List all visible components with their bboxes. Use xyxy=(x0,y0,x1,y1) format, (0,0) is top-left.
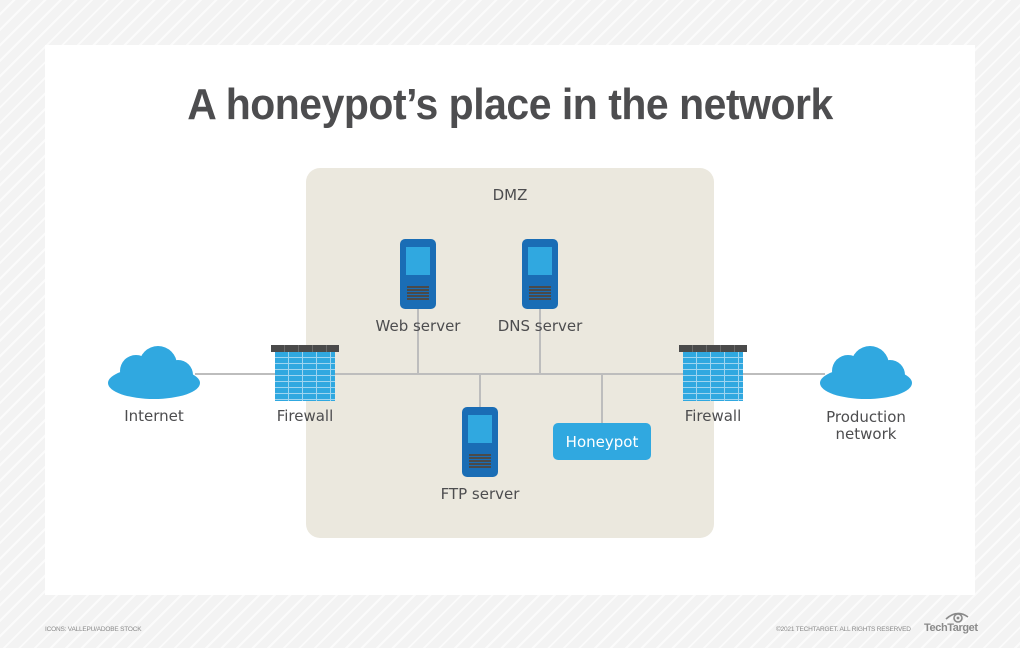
dmz-label: DMZ xyxy=(492,186,528,204)
honeypot-link xyxy=(601,373,603,423)
ftp-server-icon xyxy=(462,407,498,477)
internet-cloud-icon xyxy=(108,346,200,399)
icon-credit: ICONS: VALLEPU/ADOBE STOCK xyxy=(45,626,142,633)
diagram-title: A honeypot’s place in the network xyxy=(187,80,833,129)
firewall-right-label: Firewall xyxy=(684,407,742,425)
web-server-link xyxy=(417,308,419,374)
firewall-right-icon xyxy=(679,345,747,401)
production-label-line2: network xyxy=(835,425,897,443)
production-label-line1: Production xyxy=(826,408,906,426)
ftp-server-link xyxy=(479,373,481,407)
firewall-left-icon xyxy=(271,345,339,401)
ftp-server-label: FTP server xyxy=(440,485,520,503)
internet-label: Internet xyxy=(124,407,184,425)
production-network-cloud-icon xyxy=(820,346,912,399)
web-server-label: Web server xyxy=(375,317,461,335)
web-server-icon xyxy=(400,239,436,309)
dns-server-icon xyxy=(522,239,558,309)
dns-server-label: DNS server xyxy=(497,317,583,335)
main-network-line xyxy=(195,373,825,375)
logo-text: TechTarget xyxy=(924,622,978,634)
honeypot-node: Honeypot xyxy=(553,423,651,460)
dmz-zone xyxy=(306,168,714,538)
eye-icon xyxy=(945,612,969,623)
dns-server-link xyxy=(539,308,541,374)
production-network-label: Production network xyxy=(816,409,916,443)
firewall-left-label: Firewall xyxy=(276,407,334,425)
techtarget-logo: TechTarget xyxy=(924,610,978,638)
copyright-notice: ©2021 TECHTARGET. ALL RIGHTS RESERVED xyxy=(776,626,911,633)
